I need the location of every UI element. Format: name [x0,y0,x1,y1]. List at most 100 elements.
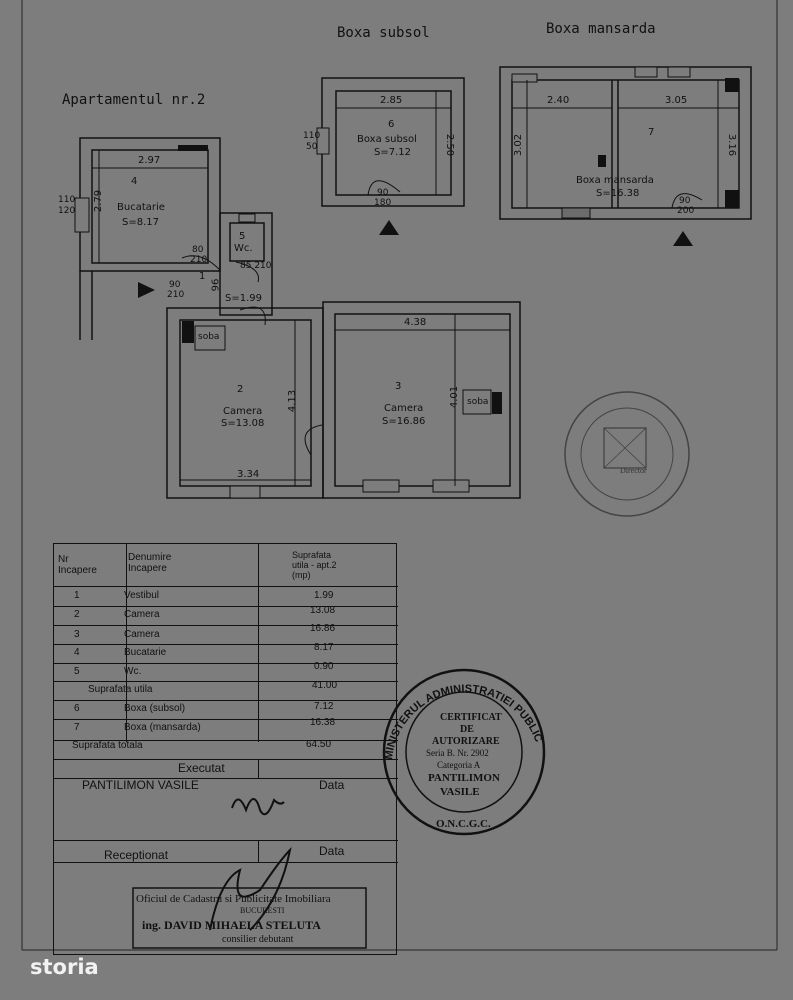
room-6-area: S=7.12 [374,147,411,158]
stove-label-1: soba [198,332,220,342]
window-basement-h: 50 [306,142,318,152]
row-2-name: Camera [124,609,160,620]
room-4-number: 4 [131,176,138,187]
room-7-area: S=16.38 [596,188,640,199]
window-kitchen-h: 120 [58,206,76,216]
useful-area-label: Suprafata utila [88,684,153,695]
room-3-area: S=16.86 [382,416,426,427]
storia-watermark: storia [30,955,99,979]
office-line-1: Oficiul de Cadastru si Publicitate Imobi… [136,893,331,905]
received-label: Receptionat [104,848,169,862]
row-5-name: Wc. [124,666,142,677]
room-7-name: Boxa mansarda [576,175,654,186]
cert-line-1: CERTIFICAT [440,712,502,723]
row-7-nr: 7 [74,722,80,733]
row-2-nr: 2 [74,609,80,620]
header-name: Denumire Incapere [128,552,172,574]
room-2-height: 4.13 [287,389,299,413]
row-4-nr: 4 [74,647,80,658]
row-7-area: 16.38 [310,717,336,728]
room-5-name: Wc. [234,243,253,254]
signature-receiver [209,846,292,931]
row-7-name: Boxa (mansarda) [124,722,201,733]
room-4-name: Bucatarie [117,202,165,213]
row-3-name: Camera [124,629,160,640]
row-2-area: 13.08 [310,605,336,616]
row-5-nr: 5 [74,666,80,677]
total-area-value: 64.50 [306,739,332,750]
door-attic-w: 90 [679,196,691,206]
attic-box-title: Boxa mansarda [546,21,656,37]
row-4-area: 8.17 [314,642,334,653]
room-1-number: 1 [199,271,206,282]
header-area: Suprafata utila - apt.2 (mp) [292,550,337,580]
cert-line-7: VASILE [440,786,480,798]
row-1-nr: 1 [74,590,80,601]
stove-label-2: soba [467,397,489,407]
door-80-w: 80 [192,245,204,255]
cadastre-seal [564,391,690,517]
window-kitchen-w: 110 [58,195,76,205]
office-line-2: BUCURESTI [240,906,285,915]
room-7-number: 7 [648,127,655,138]
cert-line-4: Seria B. Nr. 2902 [426,748,489,758]
room-6-name: Boxa subsol [357,134,417,145]
door-entry-h: 210 [167,290,185,300]
room-2-area: S=13.08 [221,418,265,429]
room-7-height-1: 3.02 [513,133,525,157]
basement-box-title: Boxa subsol [337,25,430,41]
row-6-area: 7.12 [314,701,334,712]
room-1-dim: 96 [210,278,222,292]
apartment-title: Apartamentul nr.2 [62,92,206,108]
office-stamp-frame [132,887,367,949]
room-3-height: 4.01 [449,385,461,409]
signature-executor [231,798,285,816]
door-attic-h: 200 [677,206,695,216]
row-6-name: Boxa (subsol) [124,703,186,714]
office-line-3: ing. DAVID MIHAELA STELUTA [142,918,321,932]
area-table: Nr Incapere Denumire Incapere Suprafata … [53,543,398,955]
door-basement-h: 180 [374,198,392,208]
room-3-number: 3 [395,381,402,392]
door-entry-w: 90 [169,280,181,290]
executed-date-label: Data [319,778,345,792]
room-6-width: 2.85 [380,95,403,106]
row-3-nr: 3 [74,629,80,640]
received-date-label: Data [319,844,345,858]
cert-line-5: Categoria A [437,760,481,770]
row-3-area: 16.86 [310,623,336,634]
room-6-number: 6 [388,119,395,130]
door-wc-label: 85 210 [240,261,272,271]
door-basement-w: 90 [377,188,389,198]
useful-area-value: 41.00 [312,680,338,691]
office-line-4: consilier debutant [222,934,294,945]
ministry-stamp [382,668,546,836]
cert-line-6: PANTILIMON [428,772,500,784]
window-basement-w: 110 [303,131,321,141]
room-7-height-2: 3.16 [726,133,738,157]
row-5-area: 0.90 [314,661,334,672]
executor-name: PANTILIMON VASILE [82,778,199,792]
room-1-area: S=1.99 [225,293,262,304]
room-3-name: Camera [384,403,424,414]
row-1-area: 1.99 [314,590,334,601]
room-4-area: S=8.17 [122,217,159,228]
round-seal-director: Director [620,466,647,475]
room-2-number: 2 [237,384,244,395]
header-nr: Nr Incapere [58,554,97,576]
room-4-height: 2.79 [93,189,105,213]
room-4-width: 2.97 [138,155,161,166]
room-6-height: 2.50 [444,133,456,157]
room-3-width: 4.38 [404,317,427,328]
executed-label: Executat [178,761,225,775]
room-2-width: 3.34 [237,469,260,480]
total-area-label: Suprafata totala [72,740,143,751]
door-80-h: 210 [190,255,208,265]
room-2-name: Camera [223,406,263,417]
row-6-nr: 6 [74,703,80,714]
room-7-width-2: 3.05 [665,95,688,106]
room-7-width-1: 2.40 [547,95,570,106]
row-4-name: Bucatarie [124,647,167,658]
